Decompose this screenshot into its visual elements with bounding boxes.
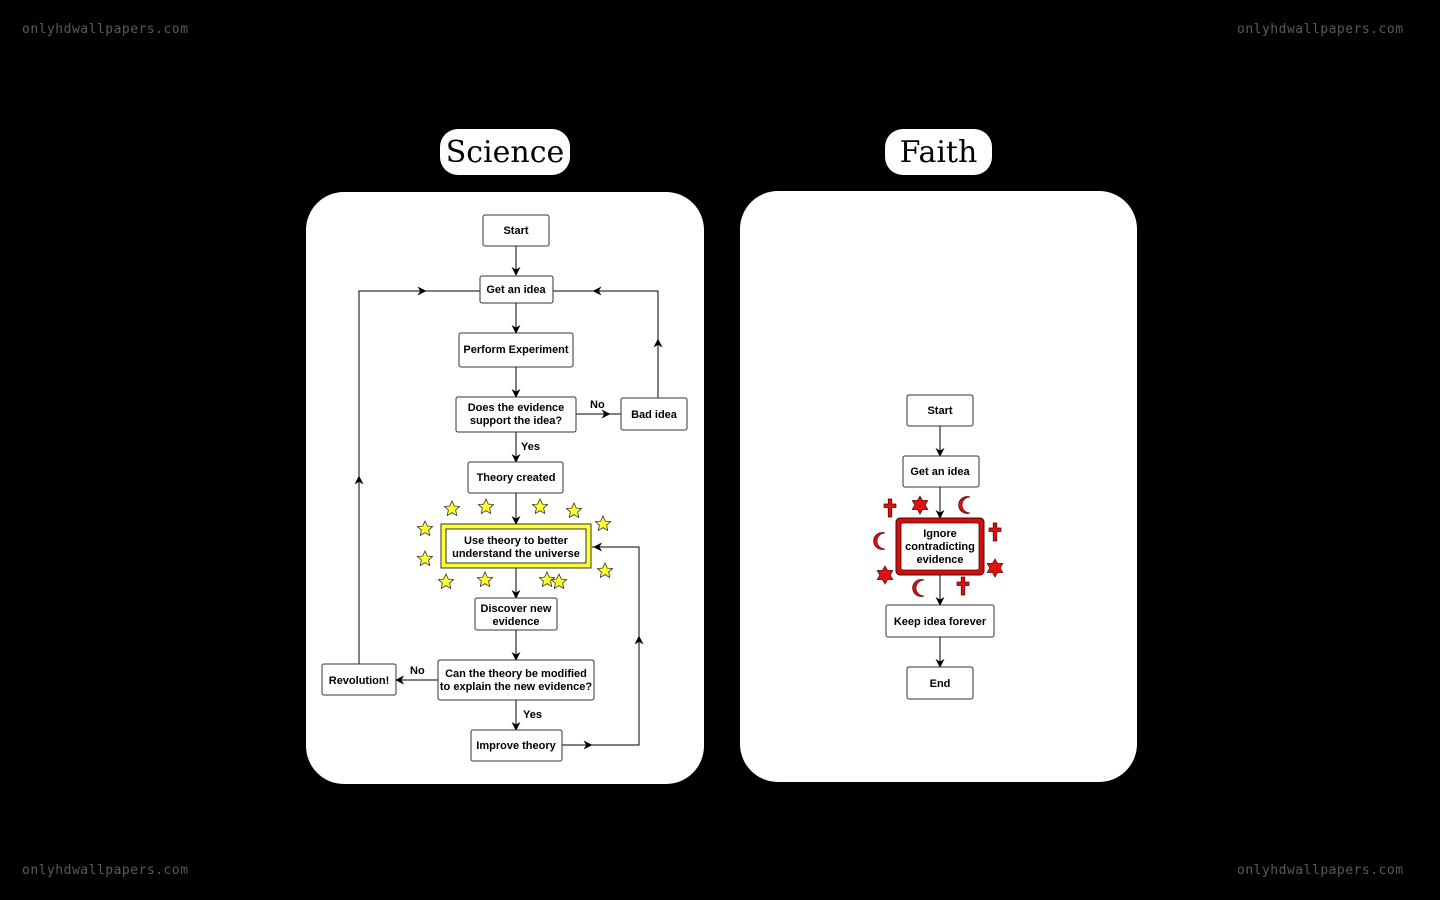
star-icon <box>531 498 549 514</box>
svg-text:contradicting: contradicting <box>905 541 975 553</box>
crescent-icon <box>912 579 925 597</box>
svg-text:understand the universe: understand the universe <box>452 548 580 560</box>
svg-text:End: End <box>930 678 951 690</box>
watermark-top-left: onlyhdwallpapers.com <box>22 22 189 37</box>
star-icon <box>476 571 494 587</box>
star-of-david-icon <box>876 565 894 585</box>
star-icon <box>550 573 568 589</box>
svg-text:Get an idea: Get an idea <box>486 284 546 296</box>
star-of-david-icon <box>911 495 929 515</box>
svg-text:Improve theory: Improve theory <box>476 740 556 752</box>
crescent-icon <box>958 496 971 514</box>
science-node-evidence-decision: Does the evidence support the idea? <box>455 396 577 433</box>
svg-text:Start: Start <box>503 225 528 237</box>
cross-icon <box>988 522 1002 542</box>
science-node-theory-created: Theory created <box>467 461 564 494</box>
svg-text:Does the evidence: Does the evidence <box>468 402 565 414</box>
science-node-discover: Discover new evidence <box>474 597 558 631</box>
star-icon <box>416 520 434 536</box>
cross-icon <box>883 498 897 518</box>
star-icon <box>477 498 495 514</box>
svg-text:Theory created: Theory created <box>477 472 556 484</box>
faith-node-get-idea: Get an idea <box>902 455 980 488</box>
star-icon <box>596 562 614 578</box>
science-node-improve: Improve theory <box>470 729 563 762</box>
faith-title: Faith <box>885 129 992 175</box>
science-node-start: Start <box>482 214 550 247</box>
cross-icon <box>956 576 970 596</box>
svg-text:Get an idea: Get an idea <box>910 466 970 478</box>
watermark-bottom-left: onlyhdwallpapers.com <box>22 863 189 878</box>
svg-text:Perform Experiment: Perform Experiment <box>463 344 568 356</box>
star-of-david-icon <box>986 558 1004 578</box>
faith-node-keep: Keep idea forever <box>885 604 995 638</box>
science-node-modify-decision: Can the theory be modified to explain th… <box>437 659 595 701</box>
faith-node-start: Start <box>906 394 974 427</box>
science-node-get-idea: Get an idea <box>479 275 554 304</box>
svg-text:Discover new: Discover new <box>481 603 552 615</box>
faith-node-ignore: Ignore contradicting evidence <box>895 517 985 576</box>
star-icon <box>565 502 583 518</box>
svg-text:Bad idea: Bad idea <box>631 409 678 421</box>
svg-text:Keep idea forever: Keep idea forever <box>894 616 987 628</box>
science-node-perform-experiment: Perform Experiment <box>458 332 574 368</box>
science-edge-yes-1: Yes <box>521 441 540 453</box>
crescent-icon <box>873 532 886 550</box>
science-edge-no-2: No <box>410 665 425 677</box>
science-edge-yes-2: Yes <box>523 709 542 721</box>
science-node-revolution: Revolution! <box>321 663 397 696</box>
faith-node-end: End <box>906 666 974 700</box>
science-edges <box>354 246 663 750</box>
svg-text:evidence: evidence <box>916 554 963 566</box>
star-icon <box>437 573 455 589</box>
science-node-use-theory: Use theory to better understand the univ… <box>440 523 592 569</box>
svg-text:support the idea?: support the idea? <box>470 415 563 427</box>
star-icon <box>416 550 434 566</box>
svg-text:Ignore: Ignore <box>923 528 957 540</box>
svg-text:Revolution!: Revolution! <box>329 675 390 687</box>
science-node-bad-idea: Bad idea <box>620 397 688 431</box>
science-title: Science <box>440 129 570 175</box>
star-icon <box>443 500 461 516</box>
star-icon <box>594 515 612 531</box>
svg-text:Use theory to better: Use theory to better <box>464 535 569 547</box>
watermark-top-right: onlyhdwallpapers.com <box>1237 22 1404 37</box>
watermark-bottom-right: onlyhdwallpapers.com <box>1237 863 1404 878</box>
svg-text:Can the theory be modified: Can the theory be modified <box>445 668 587 680</box>
science-edge-no-1: No <box>590 399 605 411</box>
svg-text:Start: Start <box>927 405 952 417</box>
svg-text:to explain the new evidence?: to explain the new evidence? <box>440 681 592 693</box>
svg-text:evidence: evidence <box>492 616 539 628</box>
